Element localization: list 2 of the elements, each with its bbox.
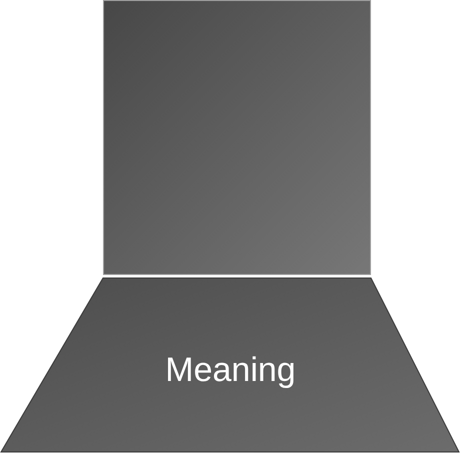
rectangle-box — [103, 0, 371, 275]
node-label: Meaning — [165, 352, 296, 390]
